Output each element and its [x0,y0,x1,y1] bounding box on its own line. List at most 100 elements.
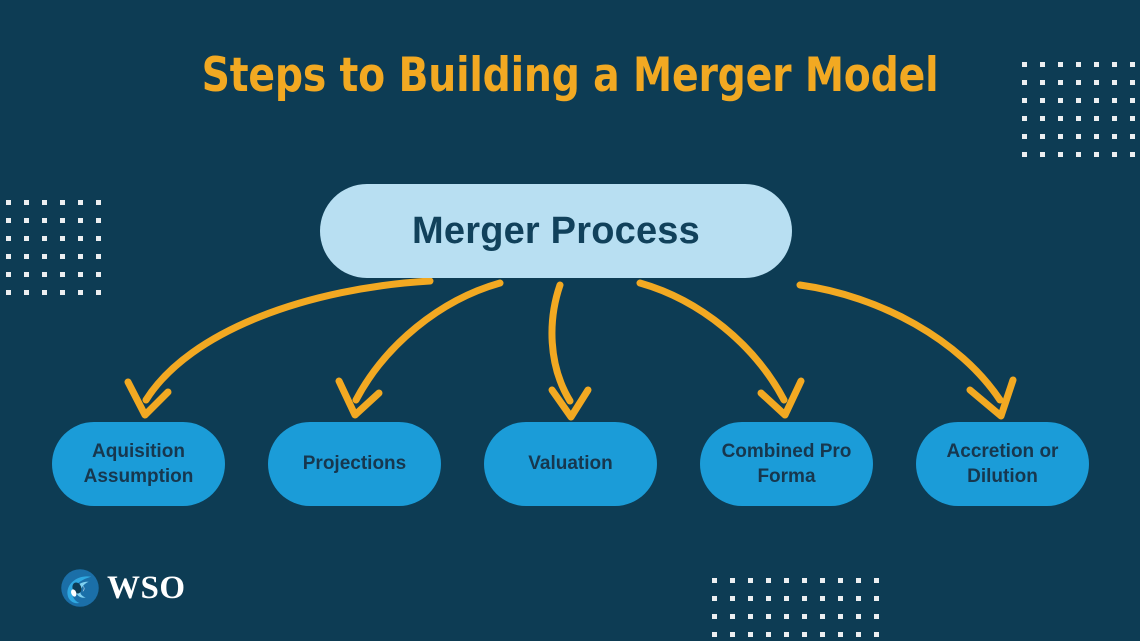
decorative-dot [838,614,856,632]
decorative-dot [1022,80,1040,98]
decorative-dot [78,290,96,308]
decorative-dot [820,578,838,596]
decorative-dot [1040,116,1058,134]
dot-grid-top-right [1022,62,1140,170]
decorative-dot [1040,152,1058,170]
step-node-label: Projections [302,453,407,475]
step-node-projections[interactable]: Projections [268,422,441,506]
decorative-dot [60,290,78,308]
decorative-dot [1076,98,1094,116]
decorative-dot [712,614,730,632]
decorative-dot [712,578,730,596]
decorative-dot [60,200,78,218]
step-node-valuation[interactable]: Valuation [484,422,657,506]
connector-path-0 [142,277,434,404]
decorative-dot [6,272,24,290]
decorative-dot [6,236,24,254]
decorative-dot [1130,80,1140,98]
decorative-dot [856,632,874,641]
decorative-dot [1130,62,1140,80]
decorative-dot [766,596,784,614]
decorative-dot [60,218,78,236]
decorative-dot [1040,80,1058,98]
decorative-dot [6,290,24,308]
decorative-dot [24,236,42,254]
decorative-dot [820,632,838,641]
decorative-dot [1094,80,1112,98]
decorative-dot [1130,98,1140,116]
decorative-dot [712,596,730,614]
decorative-dot [1022,98,1040,116]
decorative-dot [874,578,892,596]
decorative-dot [24,272,42,290]
decorative-dot [784,632,802,641]
decorative-dot [856,614,874,632]
decorative-dot [1058,62,1076,80]
connector-head-3 [757,377,805,419]
decorative-dot [1094,116,1112,134]
decorative-dot [1040,62,1058,80]
decorative-dot [1130,134,1140,152]
decorative-dot [96,236,114,254]
decorative-dot [1058,152,1076,170]
page-title: Steps to Building a Merger Model [201,48,939,103]
decorative-dot [6,200,24,218]
decorative-dot [1112,152,1130,170]
decorative-dot [78,200,96,218]
decorative-dot [1076,80,1094,98]
step-node-accretion-or-dilution[interactable]: Accretion or Dilution [916,422,1089,506]
decorative-dot [24,290,42,308]
decorative-dot [60,254,78,272]
decorative-dot [96,218,114,236]
decorative-dot [1094,62,1112,80]
connector-head-0 [124,378,172,419]
decorative-dot [1094,98,1112,116]
step-node-label: Valuation [528,453,613,475]
decorative-dot [730,596,748,614]
decorative-dot [766,614,784,632]
decorative-dot [1040,98,1058,116]
decorative-dot [820,614,838,632]
decorative-dot [1040,134,1058,152]
brand-logo[interactable]: WSO [60,568,186,608]
decorative-dot [748,596,766,614]
decorative-dot [874,596,892,614]
step-node-aquisition-assumption[interactable]: Aquisition Assumption [52,422,225,506]
logo-text: WSO [107,569,186,606]
step-node-label: Combined Pro Forma [721,440,852,487]
decorative-dot [1094,152,1112,170]
step-node-label: Accretion or Dilution [946,440,1059,487]
decorative-dot [24,218,42,236]
decorative-dot [1022,134,1040,152]
decorative-dot [6,218,24,236]
wso-swirl-icon [61,569,99,607]
step-node-combined-pro-forma[interactable]: Combined Pro Forma [700,422,873,506]
decorative-dot [1022,116,1040,134]
decorative-dot [1076,116,1094,134]
decorative-dot [60,236,78,254]
decorative-dot [1130,152,1140,170]
decorative-dot [24,254,42,272]
decorative-dot [766,578,784,596]
decorative-dot [712,632,730,641]
connector-path-4 [796,281,1004,404]
decorative-dot [1058,116,1076,134]
decorative-dot [42,200,60,218]
decorative-dot [42,236,60,254]
decorative-dot [1130,116,1140,134]
decorative-dot [6,254,24,272]
decorative-dot [766,632,784,641]
decorative-dot [78,272,96,290]
decorative-dot [856,596,874,614]
decorative-dot [42,272,60,290]
connector-head-4 [966,376,1017,420]
decorative-dot [748,632,766,641]
decorative-dot [1076,62,1094,80]
decorative-dot [802,632,820,641]
connector-path-1 [352,279,504,404]
connector-path-2 [548,281,574,405]
decorative-dot [748,614,766,632]
decorative-dot [874,632,892,641]
root-node-merger-process[interactable]: Merger Process [320,184,792,278]
decorative-dot [78,254,96,272]
